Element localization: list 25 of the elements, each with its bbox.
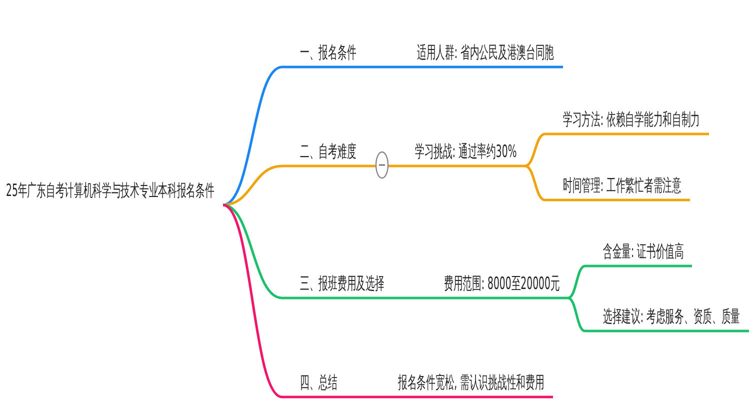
topic-label: 三、报班费用及选择 — [300, 270, 393, 298]
topic-label: 选择建议: 考虑服务、资质、质量 — [603, 303, 749, 331]
branch-line — [222, 204, 346, 398]
topic-label: 学习挑战: 通过率约30% — [415, 138, 525, 166]
topic-label: 学习方法: 依赖自学能力和自制力 — [563, 106, 709, 134]
topic-label: 时间管理: 工作繁忙者需注意 — [563, 172, 690, 200]
branch-line — [568, 296, 749, 332]
branch-line — [222, 164, 365, 206]
topic-label: 适用人群: 省内公民及港澳台同胞 — [417, 39, 563, 67]
branch-line — [346, 396, 553, 398]
branch-line — [568, 264, 692, 300]
topic-label: 二、自考难度 — [300, 138, 365, 166]
topic-label: 含金量: 证书价值高 — [603, 238, 692, 266]
central-topic: 25年广东自考计算机科学与技术专业本科报名条件 — [6, 177, 223, 205]
branch-line — [365, 66, 563, 68]
branch-line — [524, 132, 709, 168]
branch-line — [222, 204, 393, 300]
branch-line — [365, 164, 525, 168]
branch-line — [222, 66, 365, 206]
branch-line — [524, 164, 690, 202]
topic-label: 费用范围: 8000至20000元 — [444, 270, 568, 298]
topic-label: 四、总结 — [300, 369, 346, 397]
topic-label: 报名条件宽松, 需认识挑战性和费用 — [398, 369, 553, 397]
topic-label: 一、报名条件 — [300, 39, 365, 67]
branch-line — [393, 296, 568, 300]
